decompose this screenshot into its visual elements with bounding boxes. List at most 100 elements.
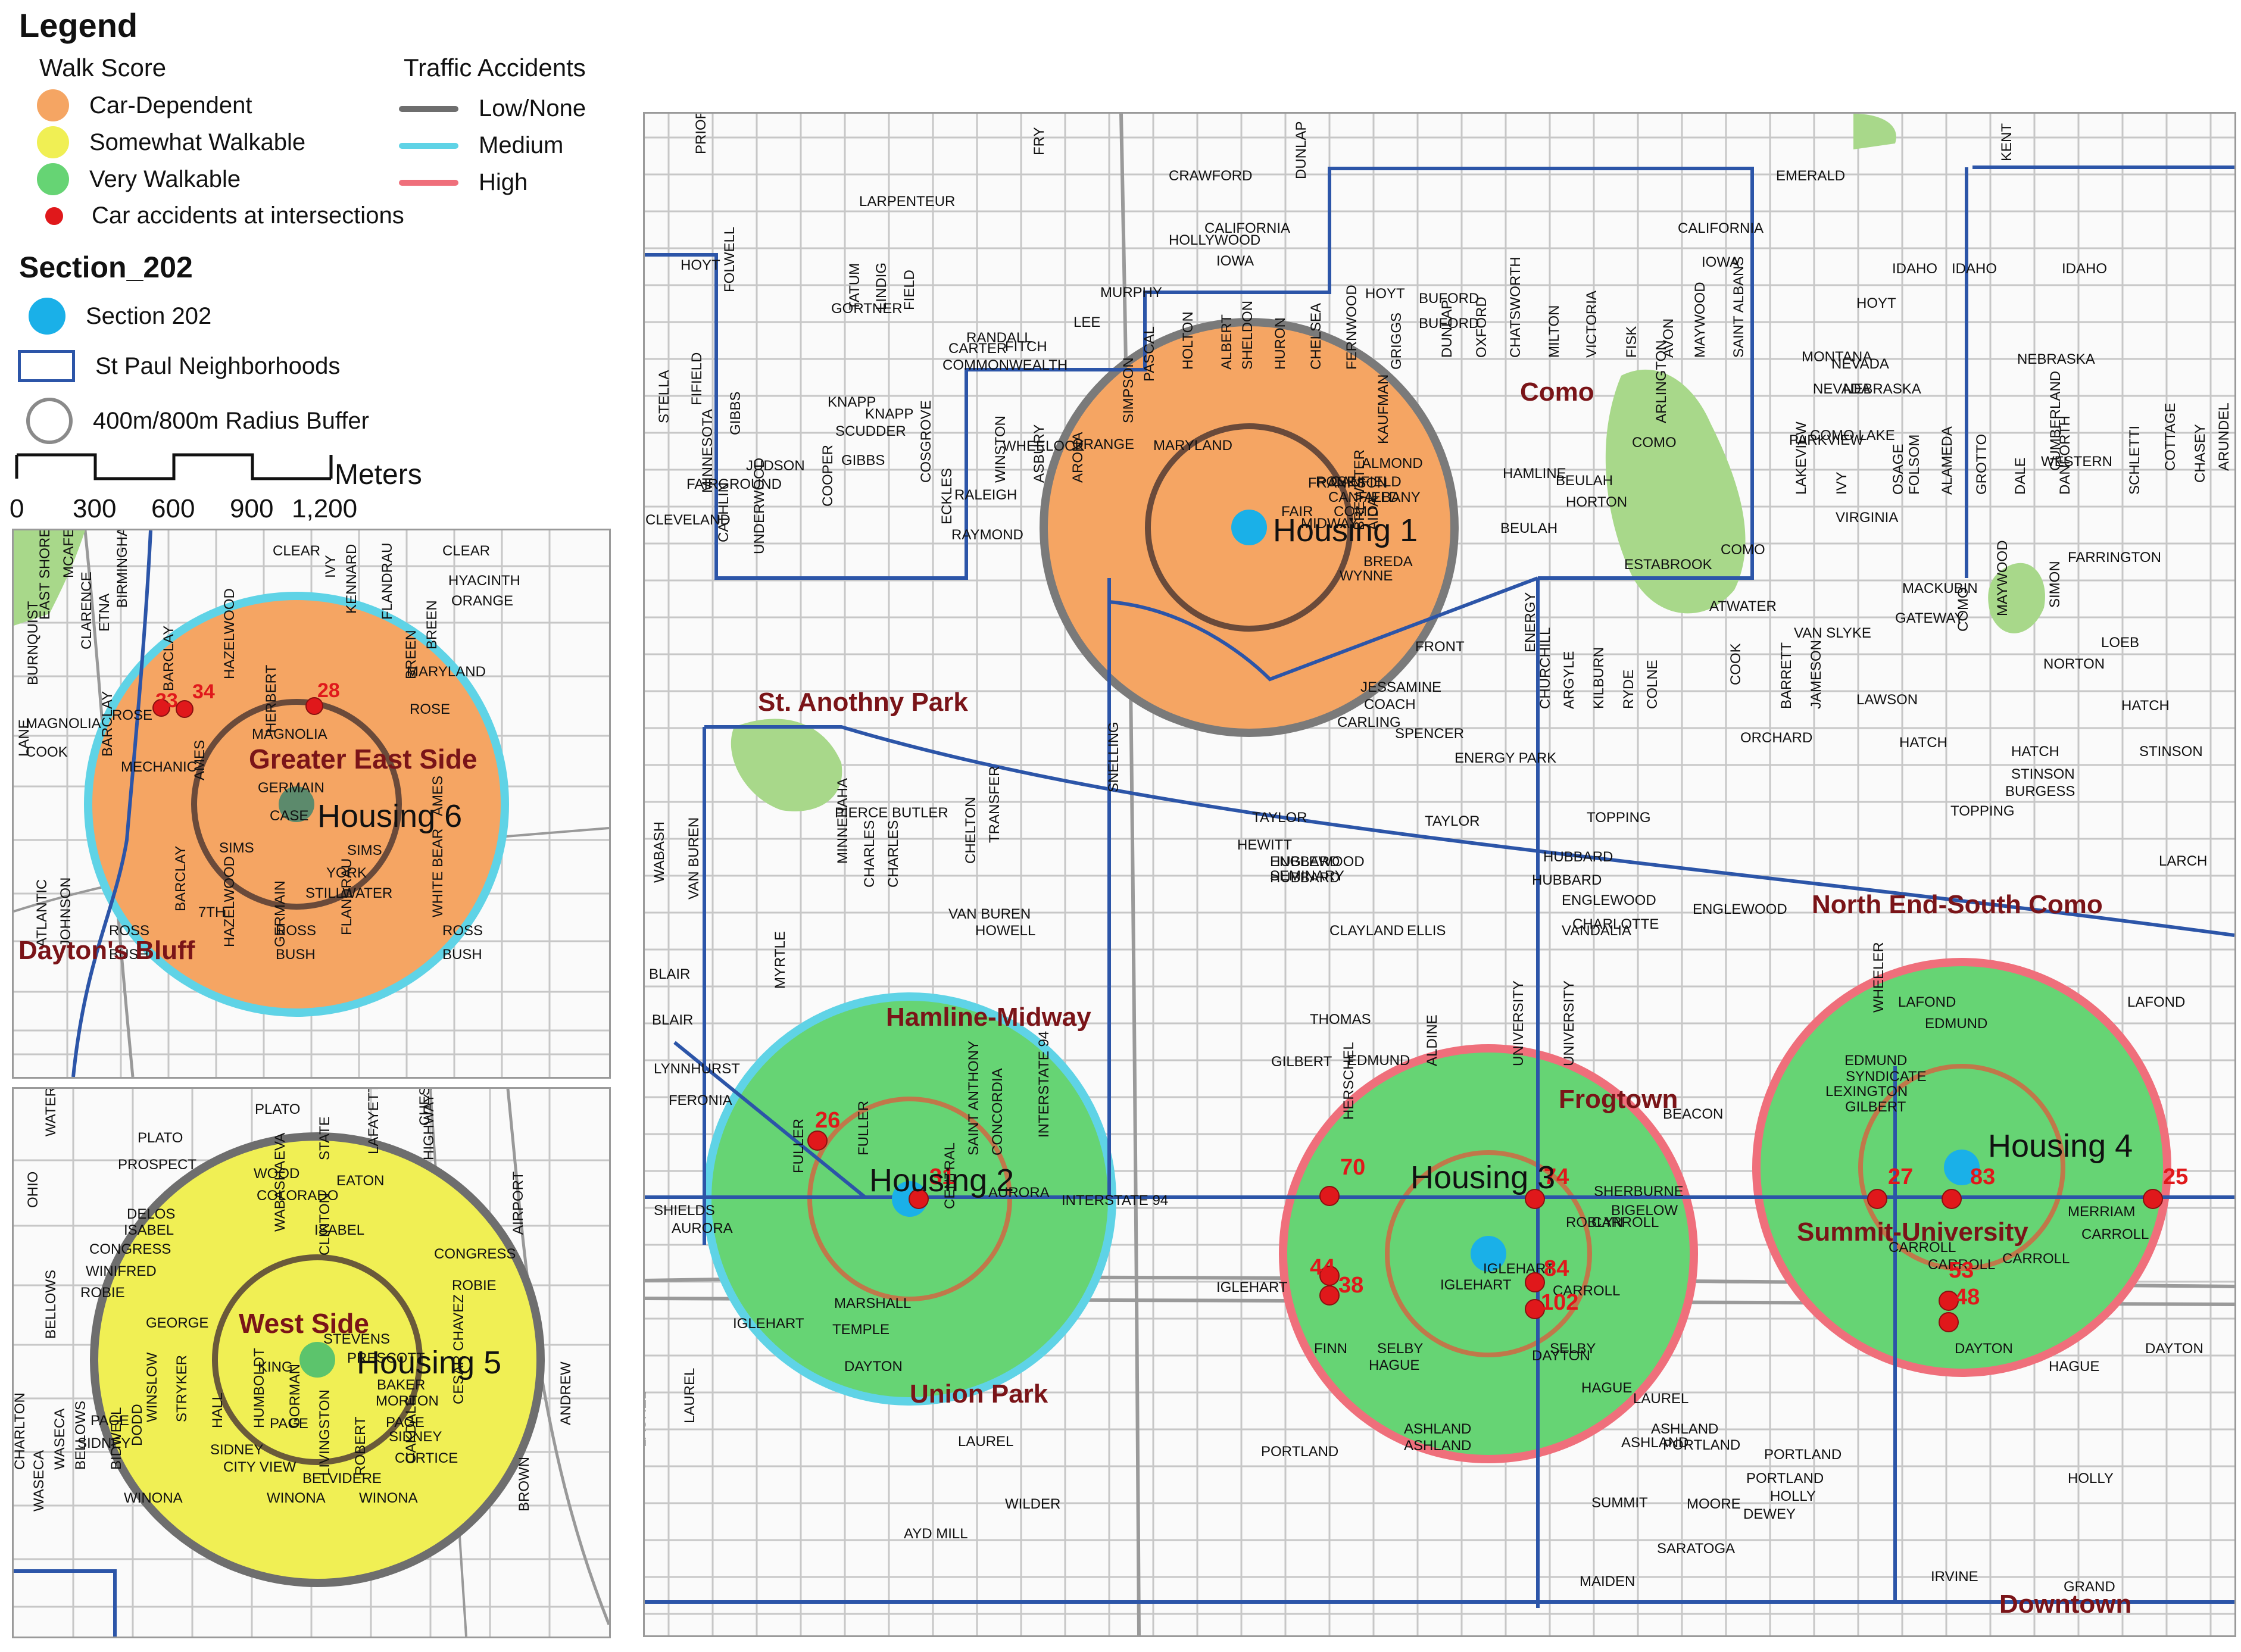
- street-label: TATUM: [847, 263, 863, 310]
- neighborhood-label-daytons-bluff: Dayton's Bluff: [18, 936, 195, 965]
- accident-marker[interactable]: [2143, 1189, 2163, 1209]
- accident-count-label: 48: [1955, 1285, 1980, 1310]
- accident-count-label: 102: [1541, 1290, 1578, 1315]
- street-label: FERONIA: [669, 1092, 732, 1108]
- accident-count-label: 70: [1340, 1155, 1365, 1180]
- accident-marker[interactable]: [176, 700, 193, 718]
- street-label: MARYLAND: [1153, 438, 1232, 454]
- street-label: ORCHARD: [1740, 730, 1812, 746]
- accident-marker[interactable]: [807, 1131, 828, 1151]
- accident-count-label: 34: [192, 680, 215, 703]
- street-label: BURGESS: [2005, 783, 2075, 800]
- accident-marker[interactable]: [1867, 1189, 1887, 1209]
- street-label: ASBURY: [1031, 424, 1047, 483]
- street-label: MINNESOTA: [700, 409, 716, 493]
- street-label: IDAHO: [1952, 261, 1997, 277]
- street-label: MAYWOOD: [1692, 282, 1708, 358]
- street-label: BIRMINGHAM: [114, 530, 130, 608]
- street-label: BROWN: [516, 1457, 532, 1512]
- street-label: BIGELOW: [1611, 1203, 1678, 1219]
- street-label: LAUREL: [1633, 1391, 1688, 1407]
- street-label: TOPPING: [1950, 803, 2015, 819]
- street-label: COMO: [1955, 587, 1971, 632]
- street-label: JESSAMINE: [1360, 679, 1441, 695]
- street-label: GERMAIN: [272, 880, 288, 947]
- street-label: WASECA: [31, 1450, 47, 1512]
- accident-count-label: 26: [815, 1108, 840, 1133]
- street-label: FOLWELL: [722, 227, 738, 292]
- accident-marker[interactable]: [1319, 1186, 1340, 1206]
- street-label: OHIO: [25, 1172, 41, 1208]
- street-label: EVA: [272, 1133, 288, 1160]
- street-label: CATHLIN: [716, 482, 732, 542]
- street-label: RYDE: [1621, 670, 1637, 709]
- street-label: ELLIS: [1407, 923, 1446, 939]
- legend-car-dependent: Car-Dependent: [37, 89, 252, 121]
- street-label: AYD MILL: [904, 1526, 968, 1542]
- street-label: WINONA: [124, 1490, 183, 1506]
- accident-marker[interactable]: [1939, 1312, 1959, 1332]
- accident-marker[interactable]: [305, 697, 323, 715]
- street-label: MINNEHAHA: [835, 778, 851, 864]
- accident-marker[interactable]: [1939, 1291, 1959, 1311]
- street-label: HERSCHEL: [1341, 1042, 1357, 1120]
- legend-car-accidents: Car accidents at intersections: [45, 202, 404, 229]
- street-label: ESTABROOK: [1624, 557, 1712, 573]
- street-label: TEMPLE: [832, 1322, 889, 1338]
- street-label: HAZELWOOD: [221, 856, 238, 947]
- accident-marker[interactable]: [1319, 1285, 1340, 1306]
- street-label: HUBBARD: [1543, 849, 1613, 865]
- scale-tick-1200: 1,200: [292, 494, 358, 523]
- street-label: CARROLL: [1591, 1214, 1659, 1231]
- street-label: CLEAR: [442, 543, 490, 559]
- street-label: GRIGGS: [1388, 313, 1404, 370]
- housing-4-buffer-400m: [1858, 1064, 2065, 1271]
- street-label: HATCH: [2011, 744, 2059, 760]
- street-label: MAIDEN: [1580, 1573, 1635, 1589]
- street-label: HIGHWAY 52: [421, 1089, 437, 1160]
- housing-3-buffer-400m: [1385, 1150, 1592, 1357]
- street-label: INTERSTATE 94: [1036, 1031, 1052, 1138]
- street-label: MAGNOLIA: [252, 726, 327, 742]
- street-label: SCHLETTI: [2127, 426, 2143, 495]
- housing-6-label: Housing 6: [317, 798, 462, 834]
- street-label: LAUREL: [682, 1368, 698, 1423]
- street-label: PRESCOTT: [347, 1350, 425, 1366]
- accident-count-label: 44: [1310, 1255, 1335, 1280]
- red-dot-icon: [45, 207, 63, 225]
- street-label: CENTRAL: [942, 1142, 958, 1209]
- street-label: GRAND: [2064, 1579, 2115, 1595]
- street-label: LARPENTEUR: [859, 193, 955, 210]
- accident-marker[interactable]: [1525, 1189, 1545, 1209]
- street-label: EMERALD: [1776, 168, 1845, 184]
- street-label: ARUNDEL: [2216, 402, 2232, 471]
- street-label: HOWELL: [975, 923, 1035, 939]
- accident-marker[interactable]: [152, 699, 170, 717]
- street-label: HOLTON: [1180, 311, 1196, 370]
- street-label: FRY: [1031, 127, 1047, 155]
- section-heading: Section_202: [19, 251, 193, 284]
- street-label: ALBANY: [1364, 489, 1421, 505]
- accident-marker[interactable]: [1525, 1299, 1545, 1319]
- street-label: SAINT ALBANS: [1731, 257, 1747, 358]
- street-label: STINSON: [2139, 744, 2203, 760]
- street-label: WINIFRED: [86, 1263, 157, 1279]
- legend-very-walkable: Very Walkable: [37, 163, 241, 195]
- street-label: COSGROVE: [918, 400, 934, 483]
- street-label: LYNNHURST: [654, 1061, 740, 1077]
- accident-marker[interactable]: [1942, 1189, 1962, 1209]
- street-label: PRIOR: [693, 114, 709, 154]
- street-label: PARKVIEW: [1789, 432, 1864, 448]
- street-label: WABASH: [651, 822, 667, 883]
- street-label: FULLER: [791, 1119, 807, 1173]
- accident-marker[interactable]: [909, 1189, 929, 1209]
- housing-5-label: Housing 5: [357, 1345, 501, 1381]
- accident-marker[interactable]: [1525, 1272, 1545, 1292]
- street-label: RAYMOND: [951, 527, 1023, 543]
- street-label: BELVIDERE: [302, 1470, 382, 1487]
